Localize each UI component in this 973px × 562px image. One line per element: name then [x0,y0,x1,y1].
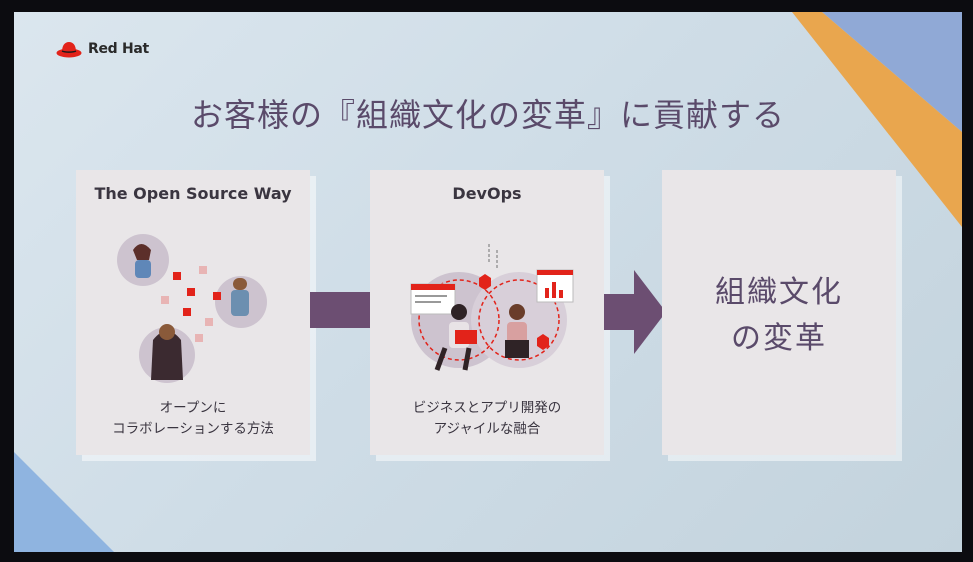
collaboration-illustration [117,234,267,383]
card-caption: ビジネスとアプリ開発の アジャイルな融合 [370,398,604,440]
red-hat-logo: Red Hat [56,40,149,58]
caption-line: アジャイルな融合 [433,421,541,437]
connector-bar [310,292,370,328]
corner-decoration-bottom-left [14,452,114,552]
card-title: DevOps [452,184,522,203]
main-line: 組織文化 [715,275,843,310]
card-caption: オープンに コラボレーションする方法 [76,398,310,440]
caption-line: コラボレーションする方法 [112,421,274,437]
corner-decoration-top-right [792,12,962,227]
caption-line: ビジネスとアプリ開発の [412,400,562,416]
right-arrow-icon [604,270,666,354]
card-title: The Open Source Way [94,184,292,203]
slide-title: お客様の『組織文化の変革』に貢献する [190,96,785,134]
caption-line: オープンに [159,400,227,416]
red-hat-fedora-icon [56,42,82,58]
main-line: の変革 [731,321,827,356]
devops-illustration [410,244,574,371]
projected-slide: Red Hat お客様の『組織文化の変革』に貢献する The Open Sour… [14,12,962,552]
brand-name: Red Hat [88,41,149,57]
card-main-text: 組織文化 の変革 [662,270,896,362]
card-culture-transformation: 組織文化 の変革 [662,170,896,455]
card-open-source-way: The Open Source Way オープンに コラボレーションする方法 [76,170,310,455]
card-devops: DevOps ビジネス [370,170,604,455]
